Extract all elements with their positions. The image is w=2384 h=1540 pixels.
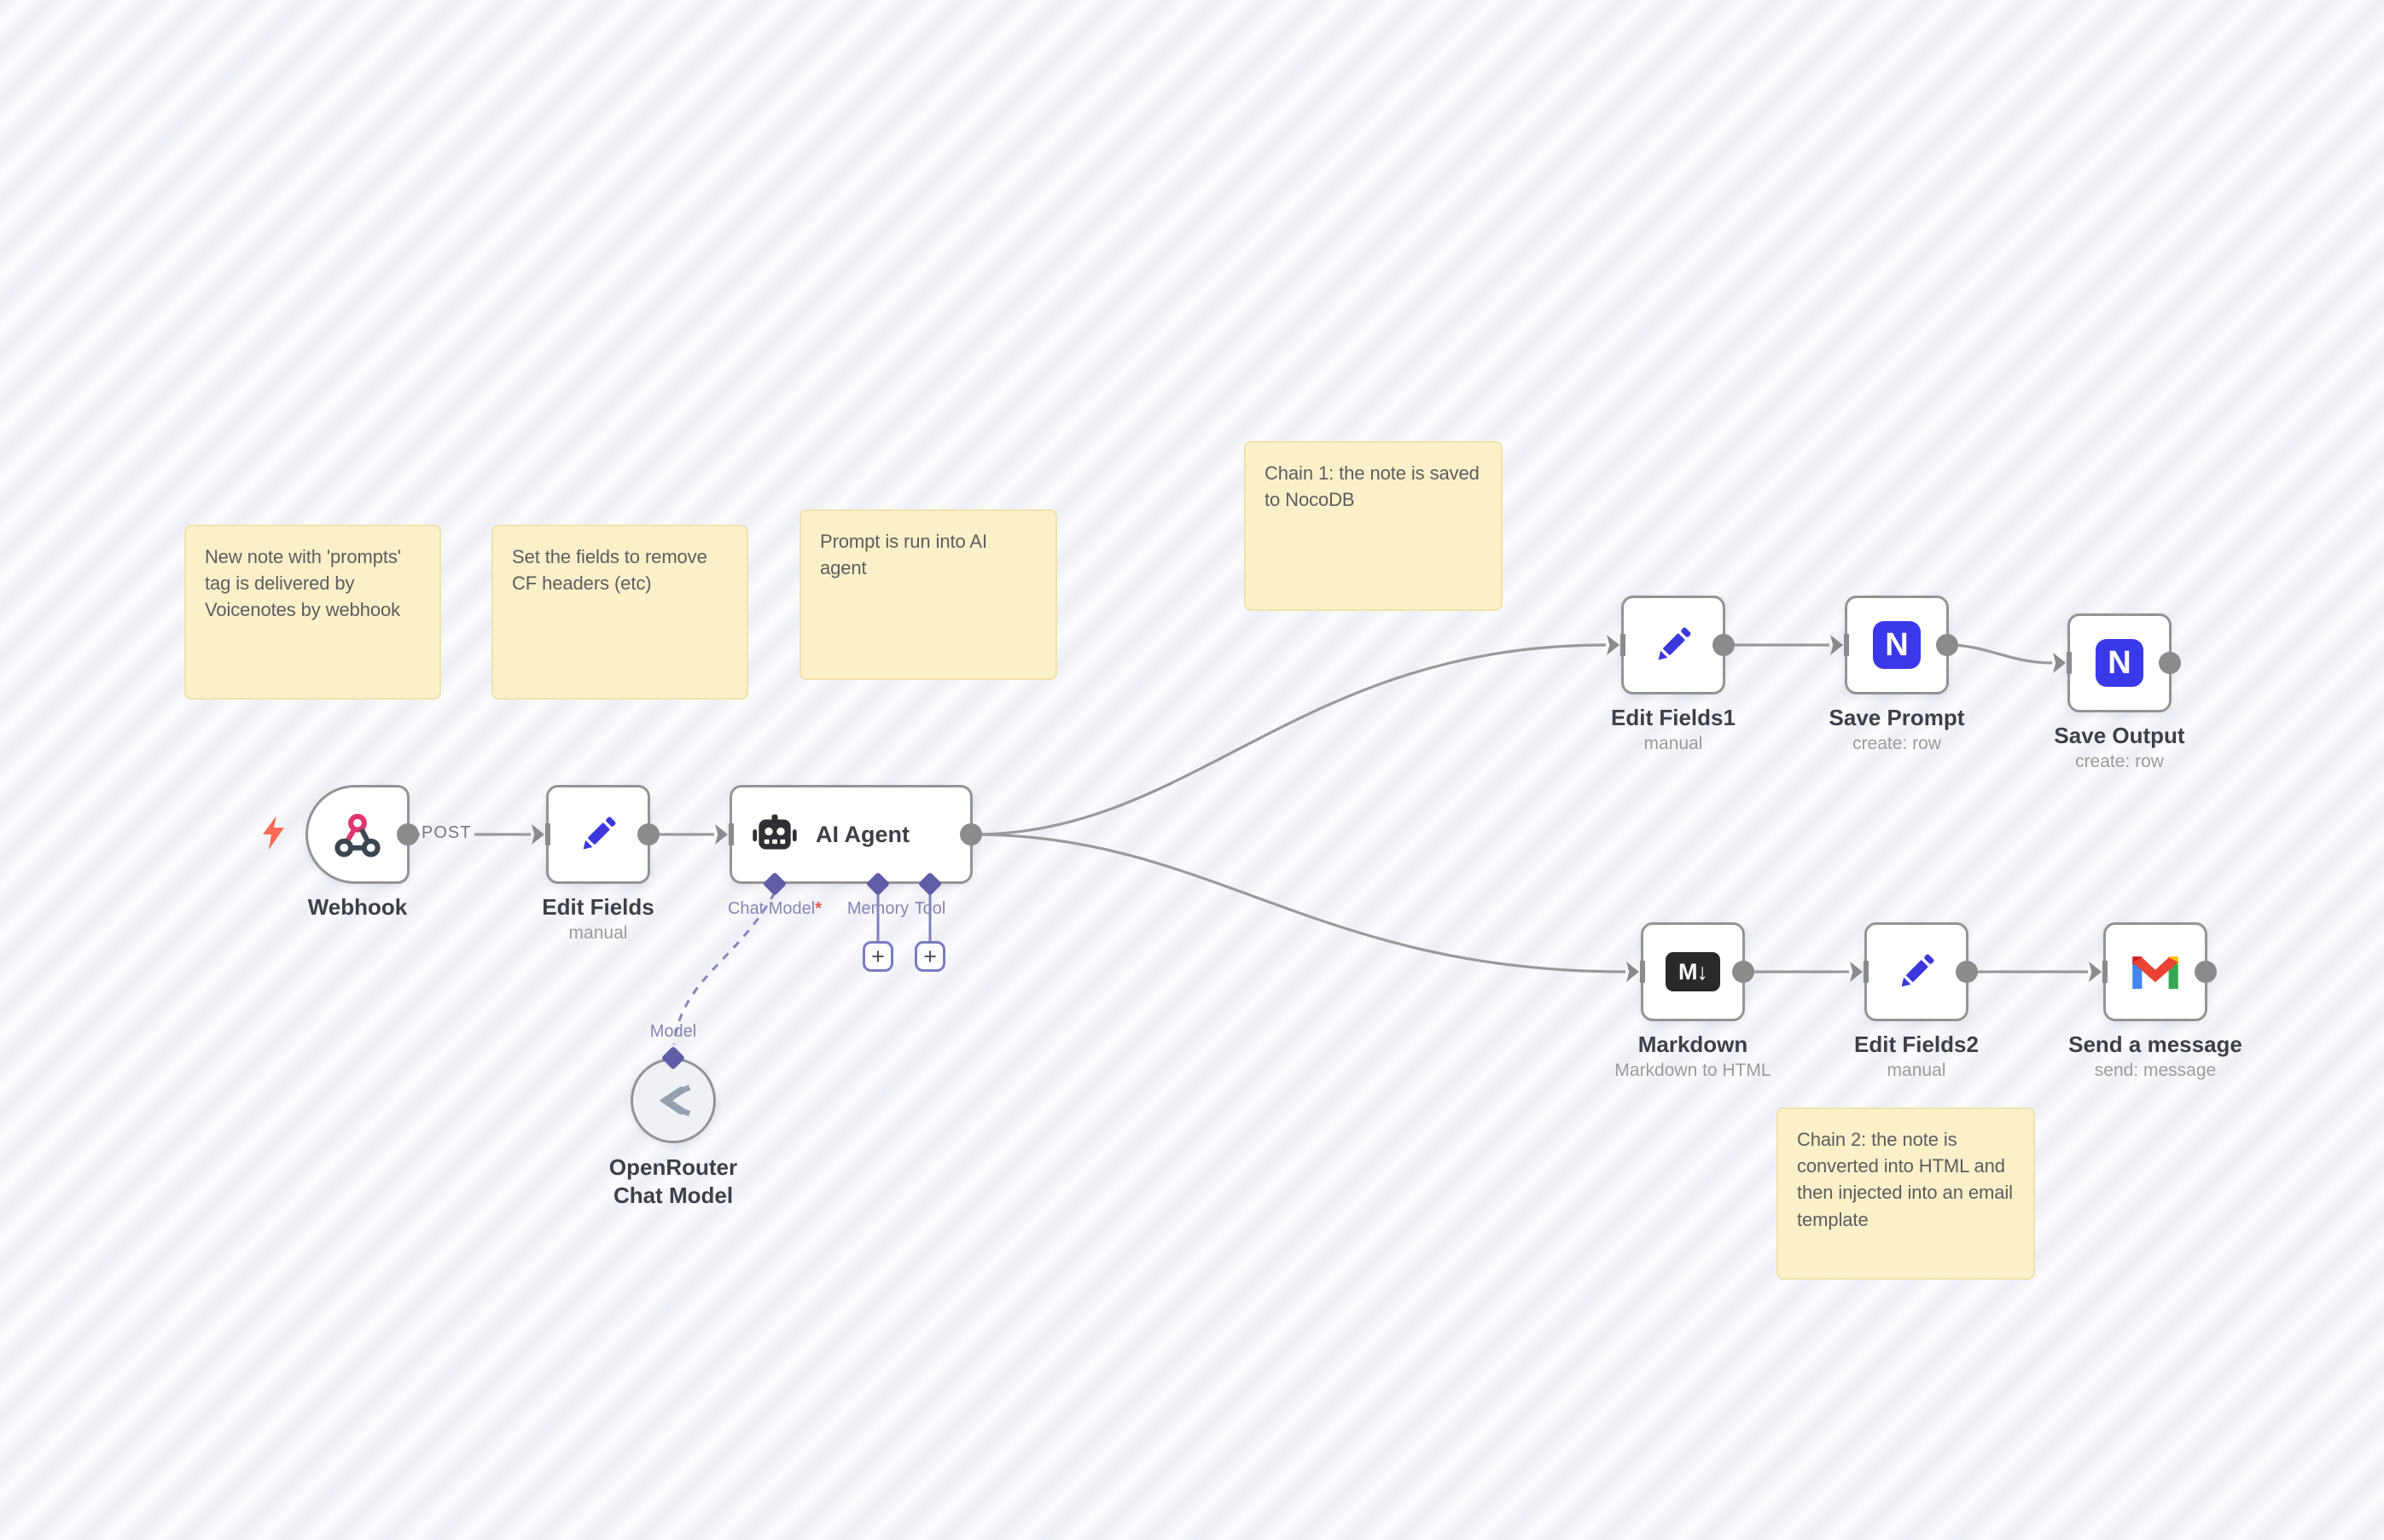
- sticky-note-chain2[interactable]: Chain 2: the note is converted into HTML…: [1776, 1107, 2035, 1280]
- input-port[interactable]: [1607, 634, 1625, 656]
- markdown-icon: M↓: [1643, 925, 1742, 1019]
- sticky-note-webhook[interactable]: New note with 'prompts' tag is delivered…: [184, 525, 441, 700]
- node-label-ai-agent: AI Agent: [816, 821, 910, 847]
- node-webhook[interactable]: [305, 785, 419, 884]
- memory-port-label: Memory: [846, 899, 910, 918]
- node-sublabel-send-message: send: message: [2094, 1061, 2217, 1080]
- node-sublabel-edit-fields1: manual: [1643, 734, 1703, 753]
- sticky-text: New note with 'prompts' tag is delivered…: [205, 546, 401, 621]
- output-port[interactable]: [2159, 652, 2181, 674]
- input-port[interactable]: [1850, 961, 1869, 983]
- input-port[interactable]: [715, 823, 734, 846]
- output-port[interactable]: [1956, 961, 1978, 983]
- node-sublabel-edit-fields: manual: [568, 923, 628, 943]
- tool-port-label: Tool: [914, 899, 946, 918]
- node-sublabel-edit-fields2: manual: [1887, 1061, 1946, 1080]
- sticky-note-prompt[interactable]: Prompt is run into AI agent: [800, 509, 1057, 680]
- pencil-icon: [549, 787, 648, 881]
- node-edit-fields2[interactable]: [1850, 922, 1978, 1021]
- pencil-icon: [1624, 598, 1723, 692]
- connection-aiagent-editfields1[interactable]: [972, 643, 1607, 836]
- output-port[interactable]: [637, 823, 660, 846]
- chat-model-port-label: Chat Model*: [727, 899, 823, 918]
- input-port[interactable]: [2089, 961, 2108, 983]
- input-port[interactable]: [1626, 961, 1645, 983]
- required-mark: *: [815, 899, 823, 918]
- output-port[interactable]: [2195, 961, 2217, 983]
- input-port[interactable]: [1830, 634, 1849, 656]
- node-openrouter-chat-model[interactable]: [631, 1058, 716, 1143]
- node-label-save-prompt: Save Prompt: [1829, 705, 1965, 730]
- node-label-markdown: Markdown: [1637, 1032, 1748, 1057]
- sticky-text: Chain 2: the note is converted into HTML…: [1797, 1129, 2013, 1230]
- node-sublabel-save-output: create: row: [2075, 752, 2164, 771]
- node-label-edit-fields: Edit Fields: [542, 894, 654, 920]
- robot-icon: [751, 787, 799, 881]
- node-sublabel-markdown: Markdown to HTML: [1614, 1061, 1771, 1080]
- node-label-save-output: Save Output: [2054, 723, 2185, 748]
- node-label-edit-fields2: Edit Fields2: [1854, 1032, 1979, 1057]
- sticky-note-fields[interactable]: Set the fields to remove CF headers (etc…: [491, 525, 748, 700]
- nocodb-icon: N: [1847, 598, 1946, 692]
- sticky-note-chain1[interactable]: Chain 1: the note is saved to NocoDB: [1244, 441, 1503, 611]
- sticky-text: Prompt is run into AI agent: [820, 531, 987, 579]
- output-port[interactable]: [1712, 634, 1735, 656]
- input-port[interactable]: [2053, 652, 2072, 674]
- node-ai-agent[interactable]: AI Agent: [715, 785, 982, 884]
- output-port[interactable]: [960, 823, 982, 846]
- add-memory-button[interactable]: +: [863, 941, 893, 972]
- node-markdown[interactable]: M↓: [1626, 922, 1754, 1021]
- node-label-edit-fields1: Edit Fields1: [1611, 705, 1736, 730]
- openrouter-icon: [633, 1061, 713, 1141]
- model-port-label: Model: [649, 1022, 697, 1041]
- node-edit-fields[interactable]: [532, 785, 660, 884]
- node-sublabel-save-prompt: create: row: [1852, 734, 1941, 753]
- sticky-text: Chain 1: the note is saved to NocoDB: [1265, 462, 1480, 511]
- gmail-icon: [2106, 925, 2205, 1019]
- add-tool-button[interactable]: +: [915, 941, 945, 972]
- webhook-icon: [308, 787, 407, 881]
- output-port[interactable]: [1732, 961, 1754, 983]
- trigger-bolt-icon: [263, 816, 284, 850]
- connection-aiagent-markdown[interactable]: [972, 833, 1626, 973]
- nocodb-icon: N: [2070, 616, 2169, 710]
- input-port[interactable]: [532, 823, 550, 846]
- node-save-output[interactable]: N: [2053, 613, 2181, 712]
- webhook-method-label: POST: [422, 823, 472, 842]
- node-edit-fields1[interactable]: [1607, 596, 1735, 694]
- sticky-text: Set the fields to remove CF headers (etc…: [512, 546, 707, 595]
- output-port[interactable]: [397, 823, 419, 846]
- node-label-openrouter: OpenRouter Chat Model: [608, 1154, 738, 1208]
- node-label-webhook: Webhook: [307, 894, 408, 920]
- node-send-a-message[interactable]: [2089, 922, 2217, 1021]
- connection-saveprompt-saveoutput[interactable]: [1948, 643, 2053, 665]
- pencil-icon: [1867, 925, 1966, 1019]
- connection-chatmodel-openrouter[interactable]: [672, 892, 776, 1045]
- node-save-prompt[interactable]: N: [1830, 596, 1958, 694]
- node-label-send-message: Send a message: [2068, 1032, 2242, 1057]
- output-port[interactable]: [1936, 634, 1958, 656]
